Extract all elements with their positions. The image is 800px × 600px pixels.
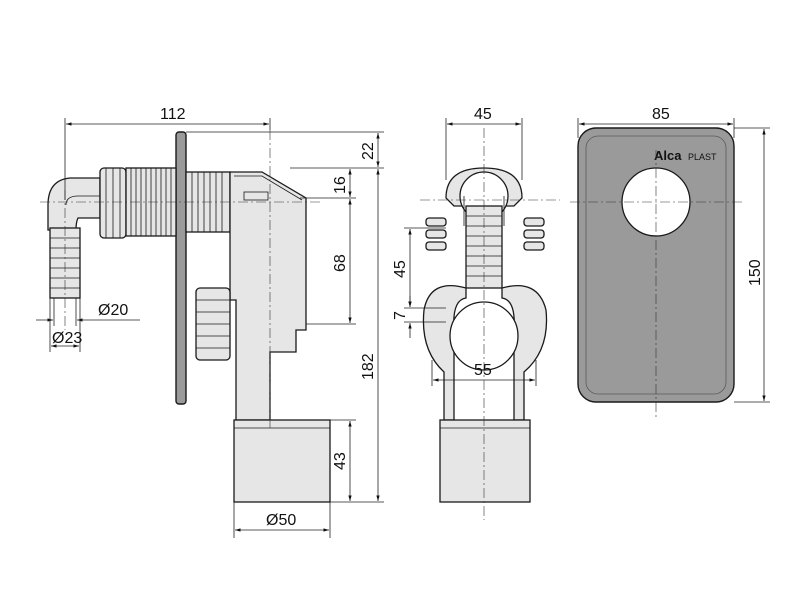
side-trap-body: [229, 171, 307, 421]
dim-label-182: 182: [360, 353, 377, 380]
side-inlet-nut: [195, 287, 231, 361]
side-outlet-socket: [233, 419, 331, 503]
dim-label-16: 16: [332, 176, 349, 194]
side-union-nut: [99, 167, 127, 239]
dim-label-front-55: 55: [474, 362, 492, 379]
dim-label-cover-85: 85: [652, 106, 670, 123]
front-outlet-socket: [439, 419, 531, 503]
front-view: 45 45 7 55: [392, 106, 560, 520]
side-view: 112 22 16 68 182 43 Ø50 Ø20: [36, 106, 384, 538]
dim-label-43: 43: [332, 452, 349, 470]
dim-label-d23: Ø23: [52, 330, 82, 347]
cover-logo-plast: PLAST: [688, 152, 717, 162]
side-wall-plate: [175, 131, 187, 405]
dim-label-68: 68: [332, 254, 349, 272]
dim-label-front-45w: 45: [474, 106, 492, 123]
dim-label-front-7: 7: [392, 311, 409, 320]
side-elbow-inner: [65, 195, 100, 206]
front-inlet-pipe: [463, 196, 505, 226]
front-bend-left: [422, 284, 467, 421]
dim-label-22: 22: [360, 142, 377, 160]
side-trap-window: [243, 191, 269, 201]
dim-label-112: 112: [160, 106, 186, 123]
side-trap-lid: [234, 175, 303, 201]
cover-logo-alca: Alca: [654, 148, 682, 163]
cover-view: Alca PLAST 85 150: [570, 106, 770, 420]
dim-label-cover-150: 150: [747, 259, 764, 286]
dim-label-d50: Ø50: [266, 512, 296, 529]
front-bend-right: [501, 284, 548, 421]
side-elbow-fitting: [47, 177, 101, 231]
dim-label-front-45v: 45: [392, 260, 409, 278]
dim-label-d20: Ø20: [98, 302, 128, 319]
